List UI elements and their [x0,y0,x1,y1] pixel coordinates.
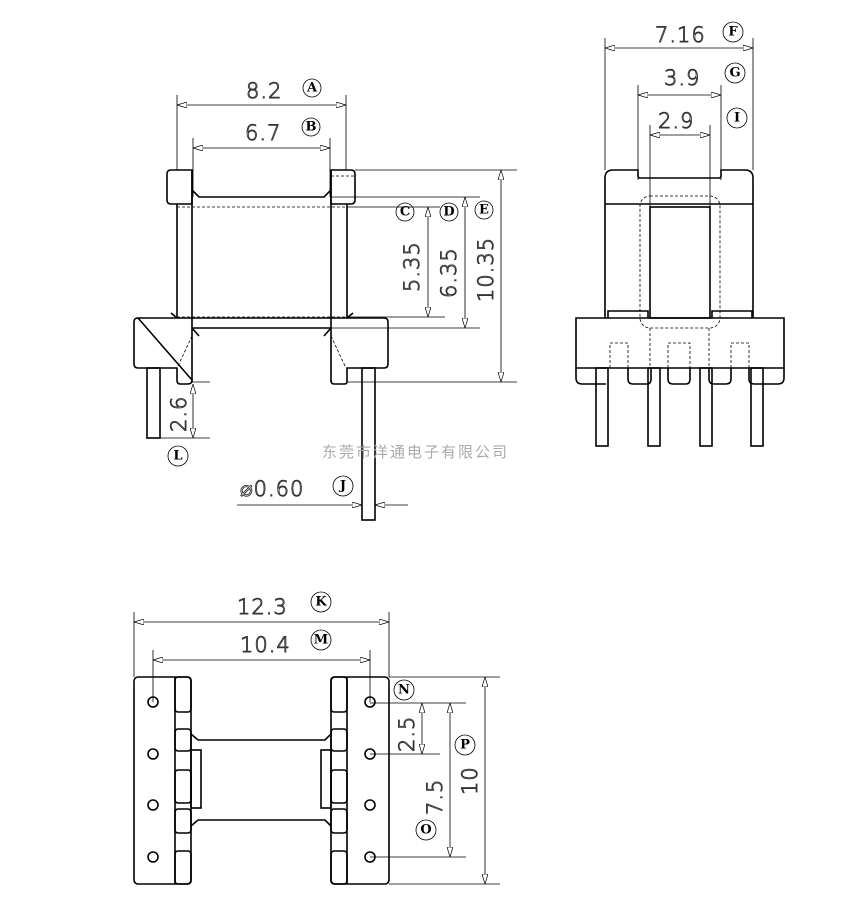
left-plate [133,676,192,885]
dim-j-label: J [339,479,346,494]
label-circle-a [302,78,322,98]
dim-m-label: M [314,633,328,648]
dim-a-label: A [306,81,318,96]
dim-l-value: 2.6 [167,396,191,432]
side-pin-1 [595,367,609,447]
label-circle-o [415,819,437,841]
pin-left [146,367,161,439]
dim-d-label: D [443,205,454,220]
core-window [649,206,711,319]
dim-k-value: 12.3 [237,595,288,619]
core-outline-hidden [639,195,721,329]
dim-i-label: I [734,111,740,126]
dim-g-label: G [729,66,740,81]
side-body [604,169,754,318]
label-circle-j [332,475,354,497]
label-circle-e [474,200,494,220]
dim-p-label: P [460,738,470,753]
dim-f-value: 7.16 [655,23,706,47]
dim-e-label: E [479,203,489,218]
flange-slots [174,676,348,885]
label-circle-m [310,629,332,651]
side-pin-4 [750,367,764,447]
dim-c-label: C [400,205,410,220]
dim-g-value: 3.9 [664,66,700,90]
top-flange-left [166,169,193,205]
dim-n-label: N [398,683,410,698]
company-watermark: 东莞市洋通电子有限公司 [322,443,509,461]
dim-a-value: 8.2 [246,79,282,103]
label-circle-p [454,734,476,756]
pin-right [361,367,376,521]
pin-holes [147,696,376,863]
dim-d-value: 6.35 [437,247,461,298]
dim-np-value: 2.5 [395,716,419,752]
label-circle-k [310,591,332,613]
label-circle-g [724,62,746,84]
dim-b-label: B [306,120,317,135]
dim-i-value: 2.9 [658,109,694,133]
label-circle-c [395,202,415,222]
side-pin-2 [647,367,661,447]
front-view: 8.2 A 6.7 B 5.35 6.35 10.35 C D E 2.6 [133,78,517,521]
label-circle-l [167,445,189,467]
dim-b-value: 6.7 [245,121,281,145]
dim-k-label: K [315,595,327,610]
dim-e-value: 10.35 [474,237,498,302]
right-plate [330,676,390,885]
dim-m-value: 10.4 [240,633,291,657]
dim-o-value: 7.5 [423,779,447,815]
dim-f-label: F [728,25,738,40]
label-circle-n [393,679,415,701]
dim-j-value: ⌀0.60 [240,477,304,501]
side-view: 7.16 F 3.9 G 2.9 I [575,21,785,447]
label-circle-i [726,107,748,129]
side-pin-3 [699,367,713,447]
top-flange-right [330,169,356,205]
label-circle-d [439,202,459,222]
label-circle-b [301,117,321,137]
dim-o-label: O [420,823,431,838]
bottom-view: 12.3 K 10.4 M 2.5 7.5 10 N [133,591,500,885]
dim-c-value: 5.35 [400,241,424,292]
dim-p-value: 10 [458,766,482,795]
dim-l-label: L [173,449,182,464]
label-circle-f [722,21,744,43]
